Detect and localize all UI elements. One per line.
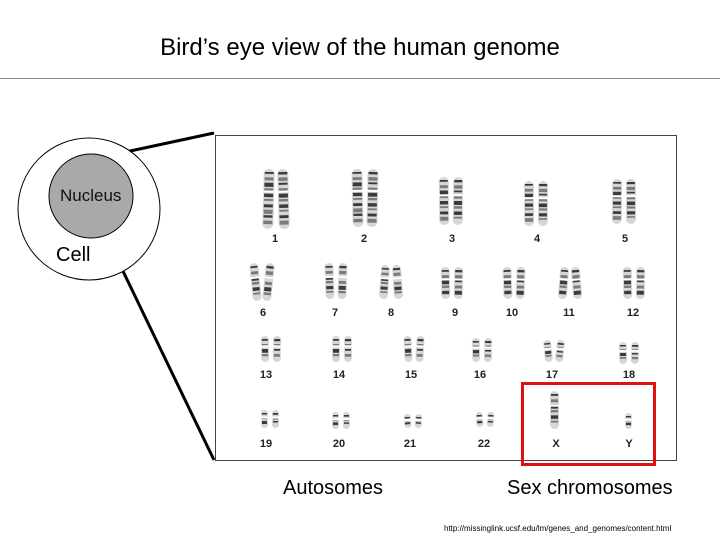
- chromosome-6: [248, 260, 276, 309]
- chromosome-21-glyph: [403, 414, 423, 428]
- nucleus-circle: [48, 153, 134, 239]
- chromosome-3-glyph: [438, 177, 464, 225]
- chromosome-13-glyph: [260, 336, 282, 362]
- slide-title: Bird’s eye view of the human genome: [160, 34, 560, 61]
- chromosome-label: 9: [451, 307, 459, 319]
- chromosome-10-glyph: [502, 267, 526, 299]
- chromosome-label: 18: [622, 369, 636, 381]
- chromosome-20-glyph: [331, 412, 351, 429]
- sex-chromosomes-label: Sex chromosomes: [507, 477, 673, 499]
- chromosome-label: 12: [626, 307, 640, 319]
- chromosome-label: 20: [332, 438, 346, 450]
- chromosome-label: 6: [259, 307, 267, 319]
- chromosome-4: [521, 178, 551, 234]
- chromosome-14-glyph: [331, 336, 353, 362]
- chromosome-y-glyph: [624, 413, 633, 429]
- chromosome-20: [329, 409, 353, 437]
- chromosome-10: [500, 264, 528, 307]
- chromosome-5-glyph: [611, 179, 637, 224]
- chromosome-9: [438, 264, 466, 307]
- chromosome-8: [377, 262, 405, 307]
- chromosome-15: [401, 333, 427, 370]
- chromosome-1: [260, 166, 292, 237]
- chromosome-label: Y: [625, 438, 633, 450]
- chromosome-11: [556, 264, 584, 307]
- chromosome-13: [258, 333, 284, 370]
- chromosome-21: [401, 411, 425, 436]
- chromosome-16: [469, 335, 495, 370]
- nucleus-label: Nucleus: [60, 186, 122, 205]
- chromosome-label: 3: [448, 233, 456, 245]
- chromosome-label: 5: [621, 233, 629, 245]
- chromosome-22-glyph: [475, 412, 495, 427]
- chromosome-4-glyph: [523, 181, 549, 226]
- karyotype-panel: 1 2 3 4 5 6 7 8 9 10 11 12 13 14 15 16 1…: [215, 135, 677, 461]
- chromosome-label: 15: [404, 369, 418, 381]
- chromosome-label: 19: [259, 438, 273, 450]
- chromosome-12: [620, 264, 648, 307]
- chromosome-17-glyph: [543, 340, 565, 362]
- source-url: http://missinglink.ucsf.edu/lm/genes_and…: [444, 524, 672, 533]
- zoom-line-bottom: [106, 239, 216, 461]
- chromosome-label: 2: [360, 233, 368, 245]
- chromosome-22: [473, 409, 497, 435]
- chromosome-8-glyph: [379, 265, 403, 299]
- chromosome-label: 8: [387, 307, 395, 319]
- chromosome-7-glyph: [324, 263, 348, 299]
- chromosome-18-glyph: [618, 342, 640, 364]
- chromosome-16-glyph: [471, 338, 493, 362]
- chromosome-label: 10: [505, 307, 519, 319]
- chromosome-label: 22: [477, 438, 491, 450]
- chromosome-x-glyph: [549, 391, 560, 429]
- chromosome-label: 13: [259, 369, 273, 381]
- chromosome-17: [541, 337, 567, 370]
- chromosome-18: [616, 339, 642, 372]
- chromosome-label: 1: [271, 233, 279, 245]
- sex-chromosomes-highlight: [521, 382, 656, 466]
- chromosome-12-glyph: [622, 267, 646, 299]
- chromosome-label: 14: [332, 369, 346, 381]
- chromosome-y: [622, 410, 635, 437]
- chromosome-label: 16: [473, 369, 487, 381]
- chromosome-2-glyph: [351, 169, 379, 227]
- chromosome-3: [436, 174, 466, 233]
- chromosome-14: [329, 333, 355, 370]
- chromosome-19-glyph: [260, 410, 280, 428]
- chromosome-1-glyph: [262, 169, 290, 229]
- chromosome-15-glyph: [403, 336, 425, 362]
- chromosome-label: 7: [331, 307, 339, 319]
- chromosome-label: 4: [533, 233, 541, 245]
- chromosome-label: 11: [563, 307, 575, 319]
- chromosome-19: [258, 407, 282, 436]
- chromosome-x: [547, 388, 562, 437]
- chromosome-6-glyph: [249, 263, 275, 301]
- chromosome-5: [609, 176, 639, 232]
- chromosome-label: 21: [403, 438, 417, 450]
- autosomes-label: Autosomes: [283, 477, 384, 499]
- chromosome-label: X: [552, 438, 560, 450]
- chromosome-9-glyph: [440, 267, 464, 299]
- chromosome-2: [349, 166, 381, 235]
- chromosome-label: 17: [545, 369, 559, 381]
- chromosome-11-glyph: [557, 267, 583, 299]
- chromosome-7: [322, 260, 350, 307]
- title-divider: [0, 78, 720, 79]
- cell-label: Cell: [56, 244, 91, 266]
